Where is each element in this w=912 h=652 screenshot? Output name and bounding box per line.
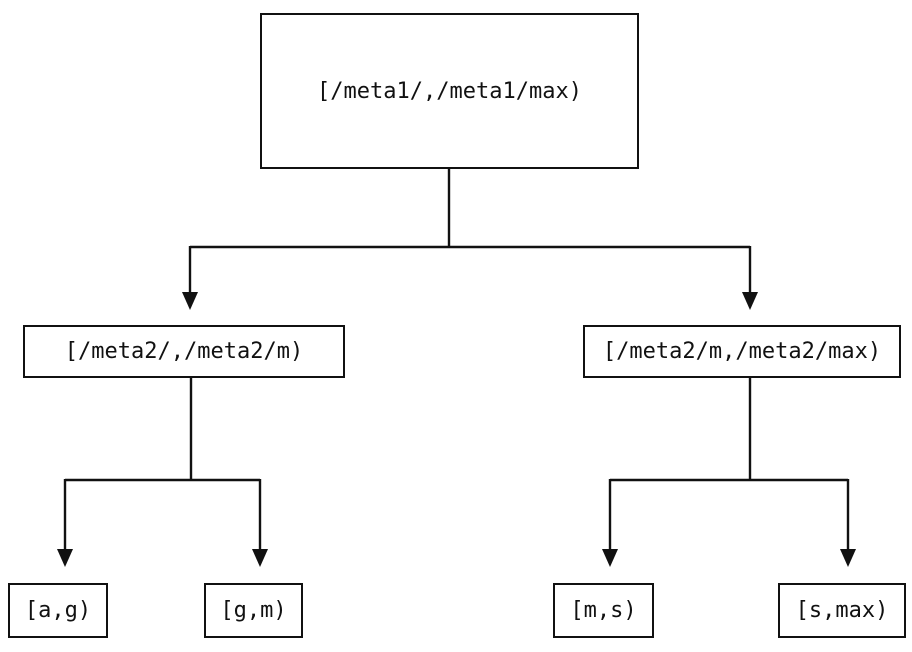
node-leaf-3: [m,s) bbox=[553, 583, 654, 638]
arrow-down-icon bbox=[742, 292, 758, 310]
node-leaf-2: [g,m) bbox=[204, 583, 303, 638]
arrow-down-icon bbox=[602, 549, 618, 567]
arrow-down-icon bbox=[252, 549, 268, 567]
node-leaf-1-label: [a,g) bbox=[24, 598, 92, 623]
node-leaf-4: [s,max) bbox=[778, 583, 906, 638]
arrow-down-icon bbox=[182, 292, 198, 310]
node-left-mid-label: [/meta2/,/meta2/m) bbox=[64, 339, 304, 364]
arrow-down-icon bbox=[57, 549, 73, 567]
node-root-label: [/meta1/,/meta1/max) bbox=[317, 78, 582, 104]
arrow-down-icon bbox=[840, 549, 856, 567]
node-root: [/meta1/,/meta1/max) bbox=[260, 13, 639, 169]
node-leaf-2-label: [g,m) bbox=[220, 598, 287, 623]
node-right-mid: [/meta2/m,/meta2/max) bbox=[583, 325, 901, 378]
node-leaf-3-label: [m,s) bbox=[570, 598, 637, 623]
node-leaf-4-label: [s,max) bbox=[795, 598, 889, 623]
node-left-mid: [/meta2/,/meta2/m) bbox=[23, 325, 345, 378]
node-right-mid-label: [/meta2/m,/meta2/max) bbox=[602, 339, 882, 364]
node-leaf-1: [a,g) bbox=[8, 583, 108, 638]
